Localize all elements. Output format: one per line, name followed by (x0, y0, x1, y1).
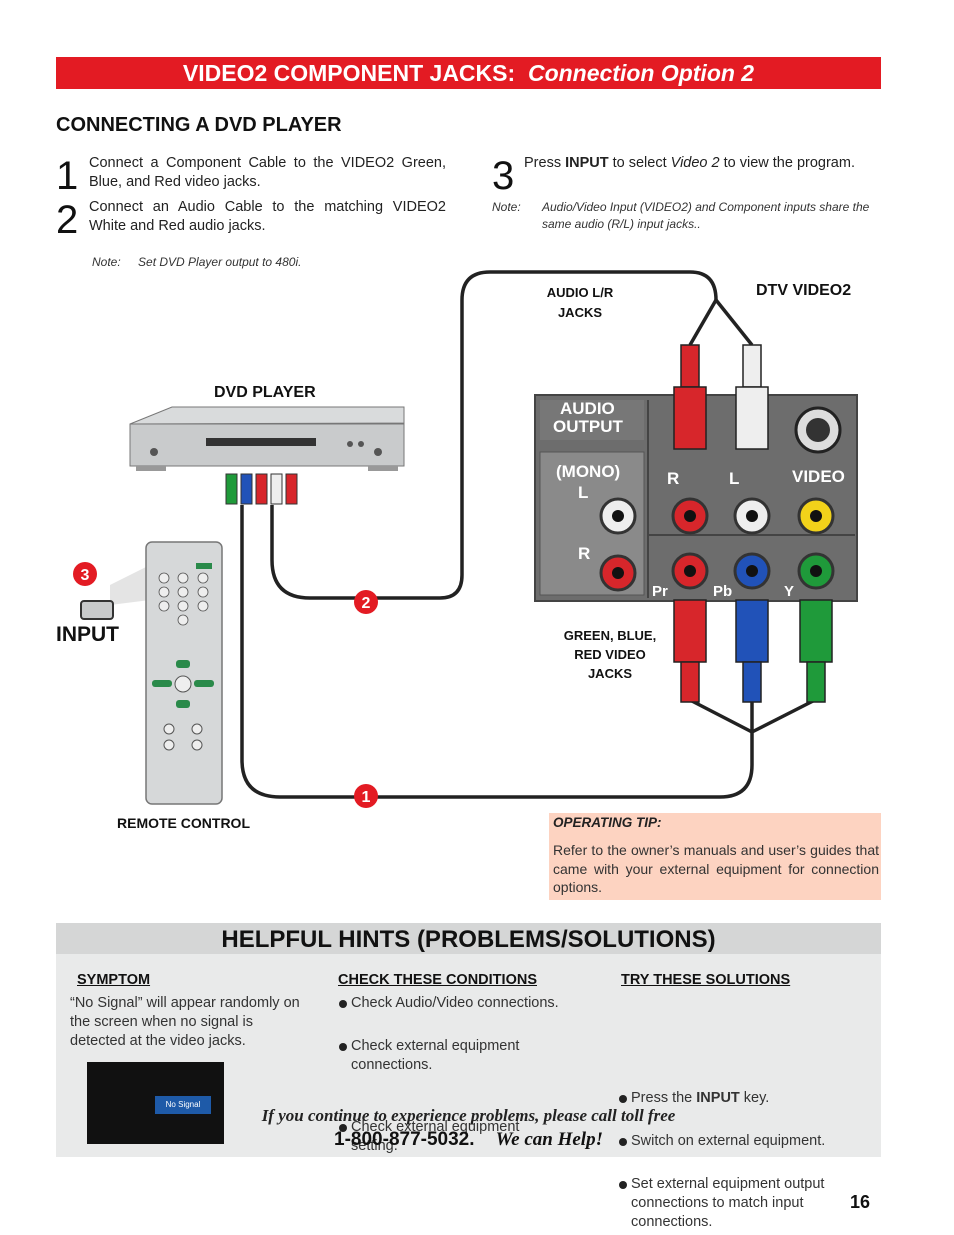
svg-text:3: 3 (81, 567, 90, 584)
note-right-label: Note: (492, 200, 521, 214)
callout-1-icon: 1 (354, 784, 378, 808)
jack-mono-r (599, 554, 637, 592)
solutions-heading: TRY THESE SOLUTIONS (621, 972, 791, 988)
jack-y (797, 552, 835, 590)
video-jacks-label-line2: RED VIDEO (574, 647, 646, 662)
jack-video (797, 497, 835, 535)
help-text: We can Help! (495, 1129, 603, 1150)
remote-control (110, 541, 223, 805)
title-main: VIDEO2 COMPONENT JACKS (182, 60, 508, 86)
helpful-hints-title: HELPFUL HINTS (PROBLEMS/SOLUTIONS) (221, 926, 716, 953)
symptom-heading: SYMPTOM (77, 972, 151, 988)
section-heading: CONNECTING A DVD PLAYER (56, 114, 342, 136)
video-plugs (673, 599, 833, 703)
cables (240, 270, 816, 799)
step-3-italic: Video 2 (670, 155, 720, 171)
operating-tip-title: OPERATING TIP: (553, 815, 662, 830)
note-left-label: Note: (92, 255, 121, 269)
check-item: Check Audio/Video connections. (339, 994, 589, 1013)
panel-mono: (MONO) (556, 462, 620, 481)
step-3-mid: to select (608, 155, 671, 171)
page-title: VIDEO2 COMPONENT JACKS: Connection Optio… (56, 57, 881, 89)
step-2-number: 2 (56, 198, 79, 242)
video-jacks-label: GREEN, BLUE, RED VIDEO JACKS (555, 626, 665, 683)
svg-text:2: 2 (362, 595, 371, 612)
callout-3-icon: 3 (73, 562, 97, 586)
video-cable-split-green (751, 698, 816, 734)
dvd-player-label: DVD PLAYER (214, 384, 316, 401)
title-separator: : (507, 60, 516, 86)
panel-audio-output-2: OUTPUT (553, 417, 624, 436)
step-1-text: Connect a Component Cable to the VIDEO2 … (89, 155, 446, 190)
solution-item-pre: Press the (631, 1090, 697, 1106)
tv-jack-panel (534, 394, 858, 602)
operating-tip-body: Refer to the owner’s manuals and user’s … (553, 842, 879, 895)
panel-text: AUDIO OUTPUT (MONO) L R R L VIDEO Pr Pb … (553, 399, 845, 600)
jack-pb (733, 552, 771, 590)
no-signal-badge: No Signal (155, 1096, 211, 1114)
solution-item-key: INPUT (696, 1090, 740, 1106)
jack-audio-r (671, 497, 709, 535)
symptom-text: “No Signal” will appear randomly on the … (70, 995, 300, 1049)
step-3-pre: Press (524, 155, 566, 171)
helpful-hints-panel: HELPFUL HINTS (PROBLEMS/SOLUTIONS) SYMPT… (56, 923, 881, 1230)
audio-jacks-label-line1: AUDIO L/R (546, 285, 614, 300)
dvd-plugs (225, 473, 298, 505)
audio-jacks-label-line2: JACKS (557, 305, 603, 320)
input-button-icon (80, 600, 114, 620)
input-label: INPUT (56, 623, 119, 646)
audio-cable-split-white (714, 298, 754, 347)
video-cable (240, 505, 754, 799)
title-banner: VIDEO2 COMPONENT JACKS: Connection Optio… (56, 57, 881, 89)
phone-callout: 1-800-877-5032. We can Help! (56, 1129, 881, 1151)
check-item: Check external equipment setting. (339, 1118, 549, 1156)
note-right-text: Audio/Video Input (VIDEO2) and Component… (542, 200, 870, 231)
solution-item: Switch on external equipment. (619, 1132, 869, 1151)
panel-r2: R (667, 469, 679, 488)
step-3-text: Press INPUT to select Video 2 to view th… (524, 154, 884, 173)
audio-cable (270, 270, 718, 600)
check-heading: CHECK THESE CONDITIONS (338, 972, 537, 988)
operating-tip: OPERATING TIP: Refer to the owner’s manu… (549, 813, 881, 900)
callout-2-icon: 2 (354, 590, 378, 614)
panel-r: R (578, 544, 590, 563)
audio-plugs (673, 344, 769, 450)
panel-l2: L (729, 469, 739, 488)
check-item: Check external equipment connections. (339, 1037, 549, 1075)
note-left: Note: Set DVD Player output to 480i. (92, 254, 301, 271)
solution-item: Press the INPUT key. (619, 1089, 869, 1108)
s-video-jack (794, 406, 842, 454)
title-option: Connection Option 2 (527, 60, 755, 86)
video-jacks-label-line3: JACKS (587, 666, 633, 681)
step-2-text: Connect an Audio Cable to the matching V… (89, 199, 446, 234)
solution-item-post: key. (739, 1090, 770, 1106)
panel-l: L (578, 483, 588, 502)
solution-item: Set external equipment output connection… (619, 1175, 859, 1232)
video-jacks-label-line1: GREEN, BLUE, (563, 628, 657, 643)
video-cable-split-red (689, 698, 753, 734)
step-1-number: 1 (56, 154, 79, 198)
jack-audio-l (733, 497, 771, 535)
phone-number: 1-800-877-5032. (334, 1129, 475, 1150)
panel-pr: Pr (652, 583, 668, 600)
jack-pr (671, 552, 709, 590)
panel-pb: Pb (713, 583, 732, 600)
audio-cable-split-red (688, 299, 718, 346)
helpful-hints-header: HELPFUL HINTS (PROBLEMS/SOLUTIONS) (56, 923, 881, 954)
dtv-video2-label: DTV VIDEO2 (756, 282, 852, 299)
jack-mono-l (599, 497, 637, 535)
toll-free-callout: If you continue to experience problems, … (261, 1106, 676, 1125)
note-left-text: Set DVD Player output to 480i. (138, 255, 302, 269)
dvd-player (129, 406, 405, 471)
remote-control-label: REMOTE CONTROL (117, 815, 250, 831)
panel-video: VIDEO (792, 467, 845, 486)
step-3-post: to view the program. (719, 155, 855, 171)
step-3-number: 3 (492, 154, 515, 198)
page-number: 16 (850, 1192, 871, 1212)
audio-jacks-label: AUDIO L/R JACKS (530, 283, 630, 323)
step-3-key: INPUT (565, 155, 609, 171)
panel-y: Y (784, 583, 794, 600)
svg-text:1: 1 (362, 789, 371, 806)
panel-audio-output-1: AUDIO (560, 399, 615, 418)
